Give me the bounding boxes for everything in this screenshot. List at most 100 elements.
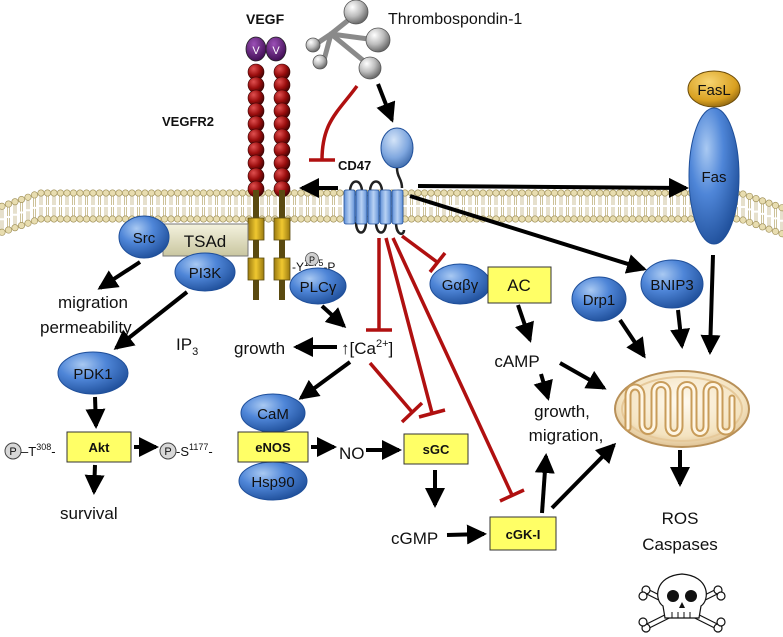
no-label: NO bbox=[339, 444, 365, 463]
pi3k-node: PI3K bbox=[174, 252, 236, 292]
plc-gamma-label: PLCγ bbox=[300, 279, 337, 296]
ip3-label: IP bbox=[176, 335, 192, 354]
cd47-receptor bbox=[343, 127, 414, 236]
tsad-label: TSAd bbox=[184, 232, 227, 251]
y1175-p-text: P bbox=[327, 260, 335, 274]
thrombospondin-label: Thrombospondin-1 bbox=[388, 11, 522, 28]
cgk-label: cGK-I bbox=[506, 527, 541, 542]
arrow-camp-to-mito bbox=[559, 361, 607, 390]
arrow-calcium-to-cam bbox=[298, 360, 352, 400]
arrow-plc-to-calcium bbox=[320, 304, 347, 329]
enos-p-circle: P bbox=[164, 446, 171, 458]
arrow-tsp1-to-cd47 bbox=[376, 83, 396, 123]
inhibit-tsp1-vegfr2 bbox=[309, 84, 359, 162]
growth-migration-label-2: migration, bbox=[529, 426, 604, 445]
arrow-fas-to-mito bbox=[700, 254, 721, 355]
hsp90-label: Hsp90 bbox=[251, 474, 294, 491]
vegf-v-left: V bbox=[252, 45, 260, 57]
plc-gamma-node: PLCγ bbox=[289, 267, 347, 305]
enos-site-residue: S bbox=[180, 444, 189, 459]
enos-site-number: 1177 bbox=[189, 442, 208, 452]
arrow-cd47-to-fas bbox=[417, 177, 689, 198]
akt-label: Akt bbox=[89, 440, 111, 455]
cam-label: CaM bbox=[257, 406, 289, 423]
survival-label: survival bbox=[60, 504, 118, 523]
arrow-drp1-to-mito bbox=[618, 318, 646, 359]
sgc-label: sGC bbox=[423, 442, 450, 457]
arrow-camp-to-growth bbox=[533, 373, 553, 401]
akt-box: Akt bbox=[66, 431, 132, 463]
vegfr2-receptor bbox=[247, 63, 291, 300]
arrow-pi3k-to-pdk1 bbox=[113, 290, 189, 350]
arrow-pdk1-to-akt bbox=[85, 396, 106, 429]
arrow-cgmp-to-cgk bbox=[446, 524, 487, 545]
thrombospondin-1-icon bbox=[305, 0, 391, 80]
bnip3-node: BNIP3 bbox=[640, 259, 704, 309]
akt-p-circle: P bbox=[9, 446, 16, 458]
pdk1-node: PDK1 bbox=[57, 351, 129, 395]
arrow-cgk-to-growth bbox=[534, 453, 555, 514]
pi3k-label: PI3K bbox=[189, 265, 222, 282]
drp1-label: Drp1 bbox=[583, 292, 616, 309]
vegfr2-label: VEGFR2 bbox=[162, 114, 214, 129]
arrow-bnip3-to-mito bbox=[670, 309, 691, 349]
svg-text:-S1177-: -S1177- bbox=[176, 442, 213, 459]
svg-text:↑[Ca2+]: ↑[Ca2+] bbox=[341, 338, 393, 358]
svg-text:IP3: IP3 bbox=[176, 335, 198, 358]
enos-label: eNOS bbox=[255, 440, 291, 455]
sgc-box: sGC bbox=[403, 433, 469, 465]
ac-label: AC bbox=[507, 276, 531, 295]
ip3-subscript: 3 bbox=[192, 346, 198, 358]
akt-site-number: 308 bbox=[36, 442, 51, 452]
phospho-y1175: -Y1175-P P bbox=[292, 252, 335, 274]
vegf-ligand-icon: V V bbox=[245, 36, 287, 62]
fasl-label: FasL bbox=[697, 82, 730, 99]
caspases-label: Caspases bbox=[642, 535, 718, 554]
permeability-label: permeability bbox=[40, 318, 132, 337]
drp1-node: Drp1 bbox=[571, 276, 627, 322]
arrow-cgk-to-mito bbox=[550, 442, 617, 510]
calcium-charge: 2+ bbox=[376, 338, 389, 350]
cell-membrane bbox=[0, 189, 783, 238]
arrow-akt-to-survival bbox=[84, 464, 105, 495]
calcium-bracket: ] bbox=[389, 339, 394, 358]
bnip3-label: BNIP3 bbox=[650, 277, 693, 294]
vegf-label: VEGF bbox=[246, 11, 285, 27]
cgk-box: cGK-I bbox=[489, 516, 557, 551]
activation-arrows bbox=[84, 83, 721, 545]
cgmp-label: cGMP bbox=[391, 529, 438, 548]
tsad-adaptor: TSAd bbox=[162, 223, 249, 257]
y1175-residue: Y bbox=[296, 260, 304, 274]
arrow-cd47-to-bnip3 bbox=[409, 194, 647, 274]
fas-receptor: Fas bbox=[688, 107, 740, 245]
src-label: Src bbox=[133, 230, 156, 247]
fas-label: Fas bbox=[701, 169, 726, 186]
growth-label: growth bbox=[234, 339, 285, 358]
pdk1-label: PDK1 bbox=[73, 366, 112, 383]
migration-label: migration bbox=[58, 293, 128, 312]
inhibit-cd47-sgc bbox=[384, 237, 446, 419]
arrow-ac-to-camp bbox=[515, 304, 534, 343]
camp-label: cAMP bbox=[494, 352, 539, 371]
skull-crossbones-icon bbox=[638, 573, 726, 633]
cam-node: CaM bbox=[240, 393, 306, 433]
arrow-src-to-migration bbox=[97, 260, 142, 290]
akt-site-residue: T bbox=[28, 444, 36, 459]
enos-phospho-site: P -S1177- bbox=[159, 442, 213, 460]
g-protein-node: Gαβγ bbox=[429, 263, 491, 305]
svg-text:–T308-: –T308- bbox=[21, 442, 56, 459]
inhibit-calcium-sgc bbox=[368, 361, 424, 424]
hsp90-node: Hsp90 bbox=[238, 461, 308, 501]
growth-migration-label-1: growth, bbox=[534, 402, 590, 421]
vegf-v-right: V bbox=[272, 45, 280, 57]
mitochondrion-icon bbox=[614, 370, 750, 448]
src-node: Src bbox=[118, 215, 170, 259]
ac-box: AC bbox=[487, 266, 552, 304]
akt-phospho-site: P –T308- bbox=[4, 442, 56, 460]
enos-box: eNOS bbox=[237, 431, 309, 463]
y1175-p-circle: P bbox=[309, 255, 315, 265]
fasl-ligand: FasL bbox=[687, 70, 741, 108]
inhibit-cd47-gprotein bbox=[400, 234, 447, 274]
